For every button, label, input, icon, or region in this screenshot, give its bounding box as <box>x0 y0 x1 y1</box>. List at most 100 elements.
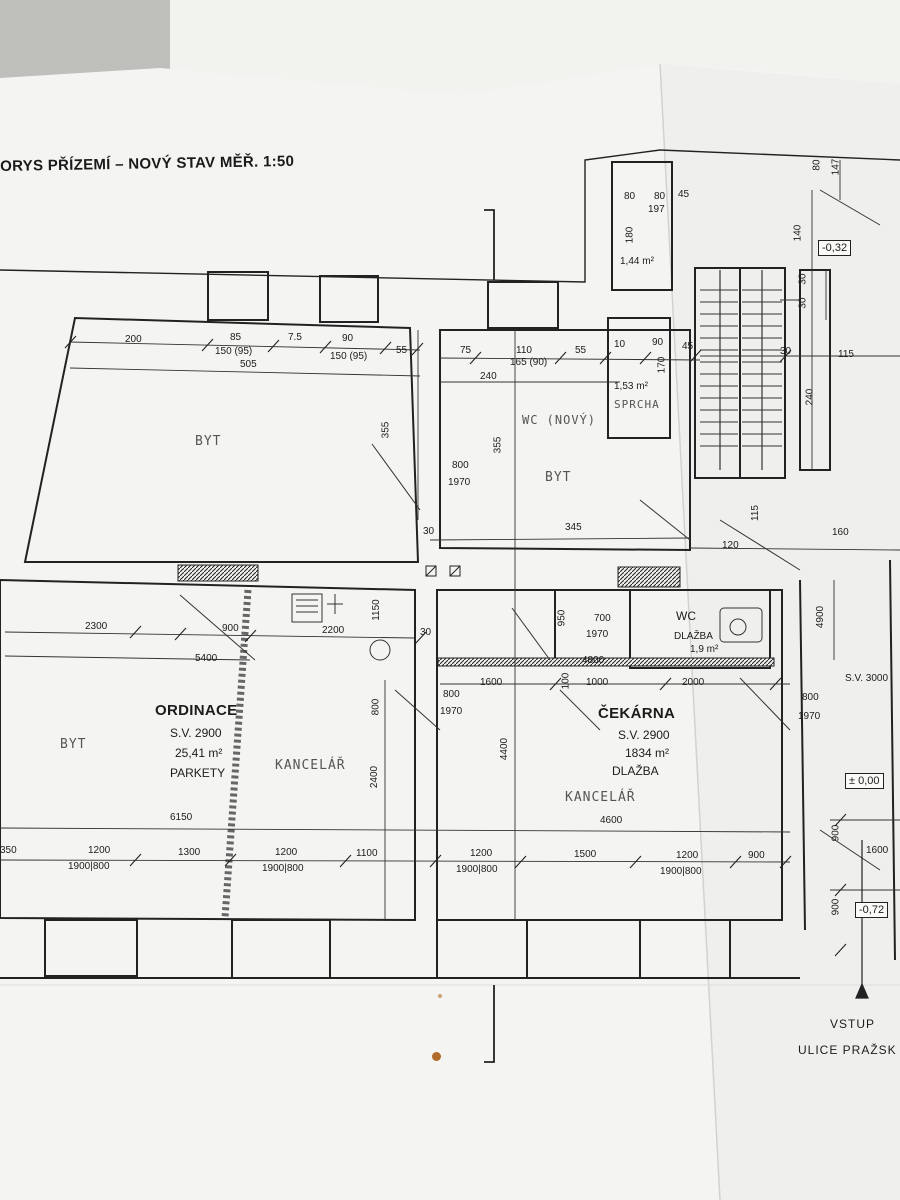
handwritten-byt-mid: BYT <box>545 470 572 485</box>
dim-85: 85 <box>230 332 242 343</box>
dim-165: 165 (90) <box>510 357 548 368</box>
dim-80a: 80 <box>624 191 636 202</box>
cekarna-height: S.V. 2900 <box>618 728 670 742</box>
dim-800c: 800 <box>443 689 460 700</box>
top-edge-line <box>0 149 661 283</box>
ordinace-floor: PARKETY <box>170 766 226 780</box>
dim-1970a: 1970 <box>448 477 471 488</box>
right-building-edge <box>659 149 900 161</box>
dim-80b: 80 <box>654 191 666 202</box>
dim-1150: 1150 <box>370 599 382 621</box>
handwritten-kancelar-right: KANCELÁŘ <box>565 790 636 805</box>
lower-mid-room-wall <box>436 589 783 921</box>
dimension-lines <box>0 160 900 920</box>
dim-160: 160 <box>832 527 849 538</box>
dim-505: 505 <box>240 359 257 370</box>
stain-spot-small <box>438 994 442 998</box>
dim-45b: 45 <box>678 189 690 200</box>
window-niche-4 <box>44 919 138 977</box>
storage-area: 1,44 m² <box>620 256 654 267</box>
dim-2000: 2000 <box>682 677 705 688</box>
handwritten-byt-bottom: BYT <box>60 737 87 752</box>
dim-1000: 1000 <box>586 677 609 688</box>
wc-area: 1,9 m² <box>690 644 719 655</box>
dim-200: 200 <box>125 334 142 345</box>
dim-55b: 55 <box>575 345 587 356</box>
dim-345: 345 <box>565 522 582 533</box>
dim-110: 110 <box>516 345 532 356</box>
dim-1900a: 1900|800 <box>68 861 110 872</box>
dim-900a: 900 <box>222 623 239 634</box>
ordinace-height: S.V. 2900 <box>170 726 222 740</box>
right-outer-line <box>889 559 896 961</box>
dim-80c: 80 <box>811 159 823 171</box>
upper-mid-flat-wall <box>439 329 691 552</box>
dim-55a: 55 <box>396 345 408 356</box>
dim-2400: 2400 <box>369 765 381 789</box>
dim-1200a: 1200 <box>88 845 111 856</box>
dim-1970b: 1970 <box>586 629 609 640</box>
dim-2200: 2200 <box>322 625 345 636</box>
dim-90b: 90 <box>652 337 664 348</box>
wc-floor: DLAŽBA <box>674 631 713 642</box>
hatched-lintels <box>177 564 775 667</box>
dim-1300: 1300 <box>178 847 201 858</box>
dim-1200c: 1200 <box>470 848 493 859</box>
dim-800b: 800 <box>802 692 819 703</box>
dim-115a: 115 <box>838 349 854 360</box>
dim-355b: 355 <box>492 436 504 454</box>
dim-950: 950 <box>556 609 568 627</box>
dim-700: 700 <box>594 613 611 624</box>
dim-4800: 4800 <box>582 655 605 666</box>
dim-45a: 45 <box>682 341 694 352</box>
dim-1970c: 1970 <box>798 711 821 722</box>
dim-355a: 355 <box>380 421 392 439</box>
dim-6150: 6150 <box>170 812 193 823</box>
dim-4600: 4600 <box>600 815 623 826</box>
dim-5400: 5400 <box>195 653 218 664</box>
dim-1200d: 1200 <box>676 850 699 861</box>
room-name-ordinace: ORDINACE <box>155 702 238 719</box>
dim-1500: 1500 <box>574 849 597 860</box>
section-markers <box>484 209 495 1063</box>
room-name-cekarna: ČEKÁRNA <box>598 705 676 722</box>
dim-30b: 30 <box>423 526 435 537</box>
dim-90a: 90 <box>342 333 354 344</box>
dim-180: 180 <box>624 226 636 244</box>
dim-197: 197 <box>648 204 665 215</box>
stair-treads <box>700 270 782 470</box>
dim-1900c: 1900|800 <box>456 864 498 875</box>
dim-900c: 900 <box>830 824 842 842</box>
sink-fixture <box>291 593 391 661</box>
ordinace-area: 25,41 m² <box>175 746 223 760</box>
dim-1100: 1100 <box>356 848 378 859</box>
ordinace-kancelar-partition <box>221 589 252 919</box>
dim-120: 120 <box>722 540 739 551</box>
dim-1600b: 1600 <box>866 845 889 856</box>
dim-30c: 30 <box>797 273 809 285</box>
dim-350: 350 <box>0 845 17 856</box>
dim-1200b: 1200 <box>275 847 298 858</box>
dim-7-5: 7.5 <box>288 332 302 343</box>
dim-2300: 2300 <box>85 621 108 632</box>
wc-room-wall <box>629 589 771 669</box>
dim-30e: 30 <box>420 627 432 638</box>
level-marker-3: -0,72 <box>855 902 889 918</box>
cekarna-area: 1834 m² <box>625 746 670 760</box>
dim-240a: 240 <box>480 371 497 382</box>
dim-4900: 4900 <box>815 605 827 629</box>
storage-room-wall <box>611 161 673 291</box>
dim-170: 170 <box>656 356 668 374</box>
level-marker-1: -0,32 <box>818 240 852 256</box>
handwritten-wc-novy: WC (NOVÝ) <box>522 413 597 427</box>
dim-900d: 900 <box>830 898 842 916</box>
entrance-street: ULICE PRAŽSK <box>798 1043 897 1057</box>
duct-markers <box>425 565 461 577</box>
entrance-label: VSTUP <box>830 1017 876 1031</box>
handwritten-kancelar-left: KANCELÁŘ <box>275 758 346 773</box>
cekarna-floor: DLAŽBA <box>612 764 659 778</box>
lower-left-room-wall <box>0 578 416 922</box>
dim-10: 10 <box>614 339 626 350</box>
